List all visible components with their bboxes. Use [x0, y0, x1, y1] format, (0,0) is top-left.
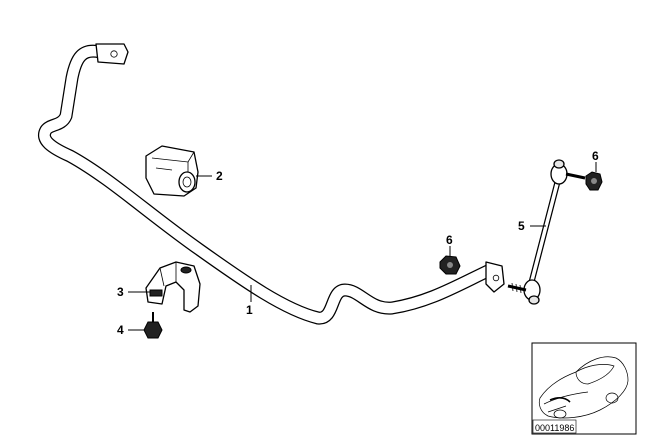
collar-nut-upper[interactable] — [585, 171, 603, 191]
callout-2: 2 — [216, 169, 223, 183]
callout-1: 1 — [246, 303, 253, 317]
callout-6-lower: 6 — [446, 233, 453, 247]
callout-4: 4 — [117, 323, 124, 337]
hex-nut[interactable] — [143, 312, 163, 339]
leader-lines — [128, 162, 597, 331]
collar-nut-lower[interactable] — [439, 255, 461, 275]
callout-5: 5 — [518, 219, 525, 233]
stabilizer-bar[interactable] — [38, 43, 505, 325]
car-illustration — [538, 356, 629, 419]
inset-image-id: 00011986 — [535, 423, 574, 433]
rubber-bushing[interactable] — [145, 145, 199, 197]
stabilizer-link[interactable] — [507, 159, 586, 305]
callout-3: 3 — [117, 285, 124, 299]
vehicle-inset: 00011986 — [531, 342, 637, 435]
stabilizer-bracket[interactable] — [145, 261, 201, 313]
callout-6-upper: 6 — [592, 149, 599, 163]
